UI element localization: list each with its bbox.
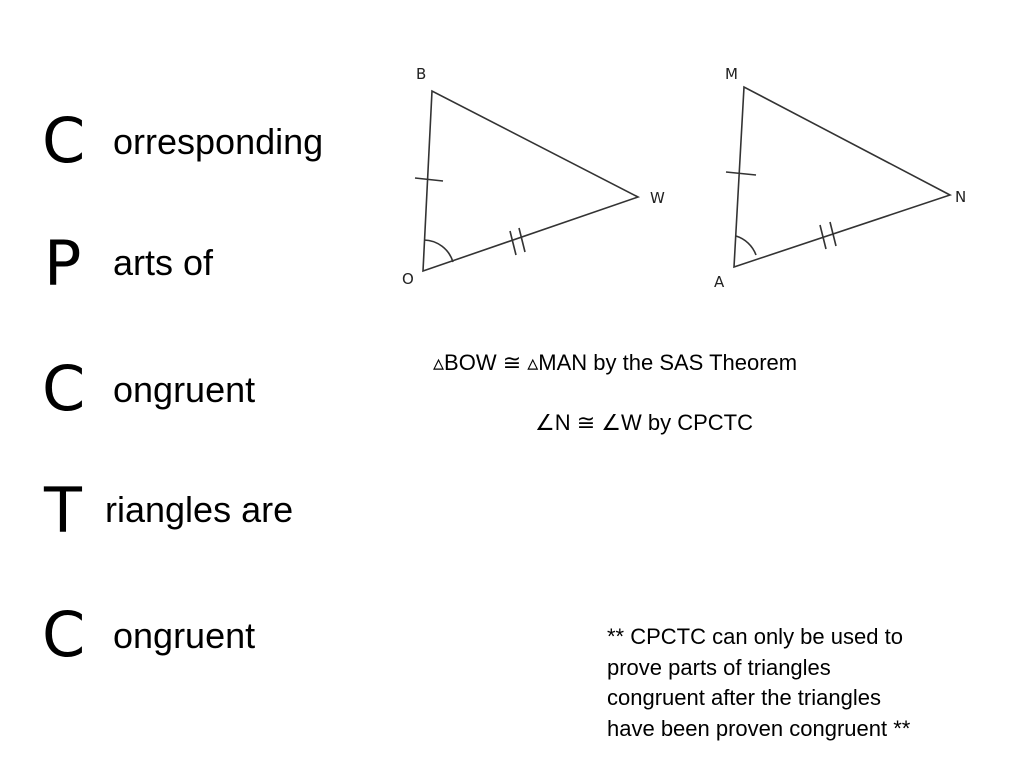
cpctc-statement: ∠N ≅ ∠W by CPCTC [535,410,753,435]
vertex-label-m: M [725,65,738,83]
double-tick-an-1 [819,224,827,250]
acronym-word: orresponding [113,121,324,162]
acronym-letter: T [44,474,82,547]
angle-arc-a [735,235,757,256]
vertex-label-o: O [402,270,414,288]
double-tick-ow-1 [509,230,517,256]
acronym-letter: P [44,227,82,300]
acronym-word: riangles are [105,489,294,530]
vertex-label-b: B [416,65,426,83]
acronym-letter: C [42,352,86,425]
vertex-label-n: N [955,188,966,206]
congruence-statement: ▵BOW ≅ ▵MAN by the SAS Theorem [433,350,798,375]
angle-arc-o [423,239,454,263]
cpctc-note: ** CPCTC can only be used to prove parts… [607,624,911,741]
triangle-bow-outline [422,89,641,273]
vertex-label-w: W [650,189,665,207]
acronym-letter: C [42,104,86,177]
double-tick-ow-2 [518,227,526,253]
acronym-letter: C [42,598,86,671]
triangle-bow: B O W [402,65,665,288]
acronym-word: ongruent [113,615,256,656]
double-tick-an-2 [829,221,837,247]
triangle-man-outline [733,85,953,269]
tick-mark-ma [725,171,757,176]
triangle-man: M A N [714,65,966,291]
triangles-diagram: B O W M A N [402,65,966,291]
tick-mark-bo [414,177,444,182]
acronym-word: arts of [113,242,214,283]
vertex-label-a: A [714,273,725,291]
acronym-word: ongruent [113,369,256,410]
